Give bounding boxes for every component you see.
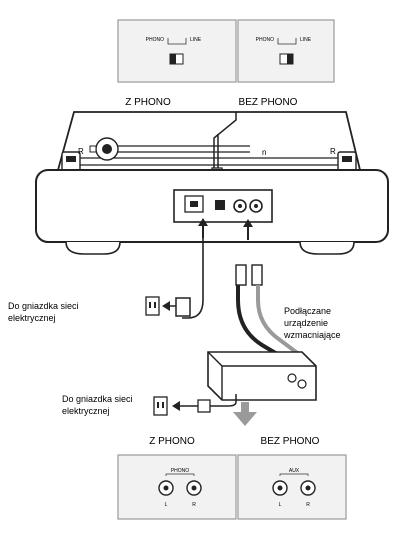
bottom-panel-phono: PHONO L R — [117, 454, 237, 520]
outlet-label-2-line1: Do gniazdka sieci — [62, 394, 133, 404]
bottom-jack-title-phono: PHONO — [171, 468, 189, 474]
top-switch-label-right-1: LINE — [190, 37, 202, 43]
top-panel-bez-phono: PHONO LINE — [237, 19, 335, 83]
aux-jack-label-r: R — [306, 502, 310, 508]
turntable-mark-center: n — [262, 148, 266, 157]
top-switch-label-right-2: LINE — [300, 37, 312, 43]
turntable-mark-right: R — [330, 147, 336, 156]
amplifier-label-line3: wzmacniające — [283, 330, 341, 340]
bottom-panel-aux: AUX L R — [237, 454, 347, 520]
turntable: n R R — [35, 111, 389, 255]
phono-jack-label-l: L — [165, 502, 168, 508]
bottom-caption-z-phono: Z PHONO — [149, 436, 195, 447]
outlet-label-2-line2: elektrycznej — [62, 406, 110, 416]
outlet-label-1-line1: Do gniazdka sieci — [8, 301, 79, 311]
switch-rear[interactable] — [215, 200, 225, 210]
top-switch-label-left-1: PHONO — [146, 37, 164, 43]
power-cable-2 — [153, 394, 237, 416]
outlet-label-1-line2: elektrycznej — [8, 313, 56, 323]
wall-outlet-1 — [145, 296, 160, 316]
down-arrow — [233, 402, 257, 426]
top-panel-z-phono: PHONO LINE — [117, 19, 237, 83]
top-switch-label-left-2: PHONO — [256, 37, 274, 43]
power-cable-1 — [145, 238, 204, 319]
bottom-caption-bez-phono: BEZ PHONO — [261, 436, 320, 447]
aux-jack-label-l: L — [279, 502, 282, 508]
wall-outlet-2 — [153, 396, 168, 416]
phono-jack-label-r: R — [192, 502, 196, 508]
turntable-mark-top-left: R — [78, 147, 84, 156]
bottom-jack-title-aux: AUX — [289, 468, 300, 474]
amplifier — [207, 351, 317, 401]
amplifier-label-line2: urządzenie — [284, 318, 328, 328]
amp-input-jack-2[interactable] — [297, 379, 307, 389]
top-caption-z-phono: Z PHONO — [125, 97, 171, 108]
amp-input-jack-1[interactable] — [287, 373, 297, 383]
top-caption-bez-phono: BEZ PHONO — [239, 97, 298, 108]
amplifier-label-line1: Podłączane — [284, 306, 331, 316]
rear-panel — [173, 189, 273, 223]
